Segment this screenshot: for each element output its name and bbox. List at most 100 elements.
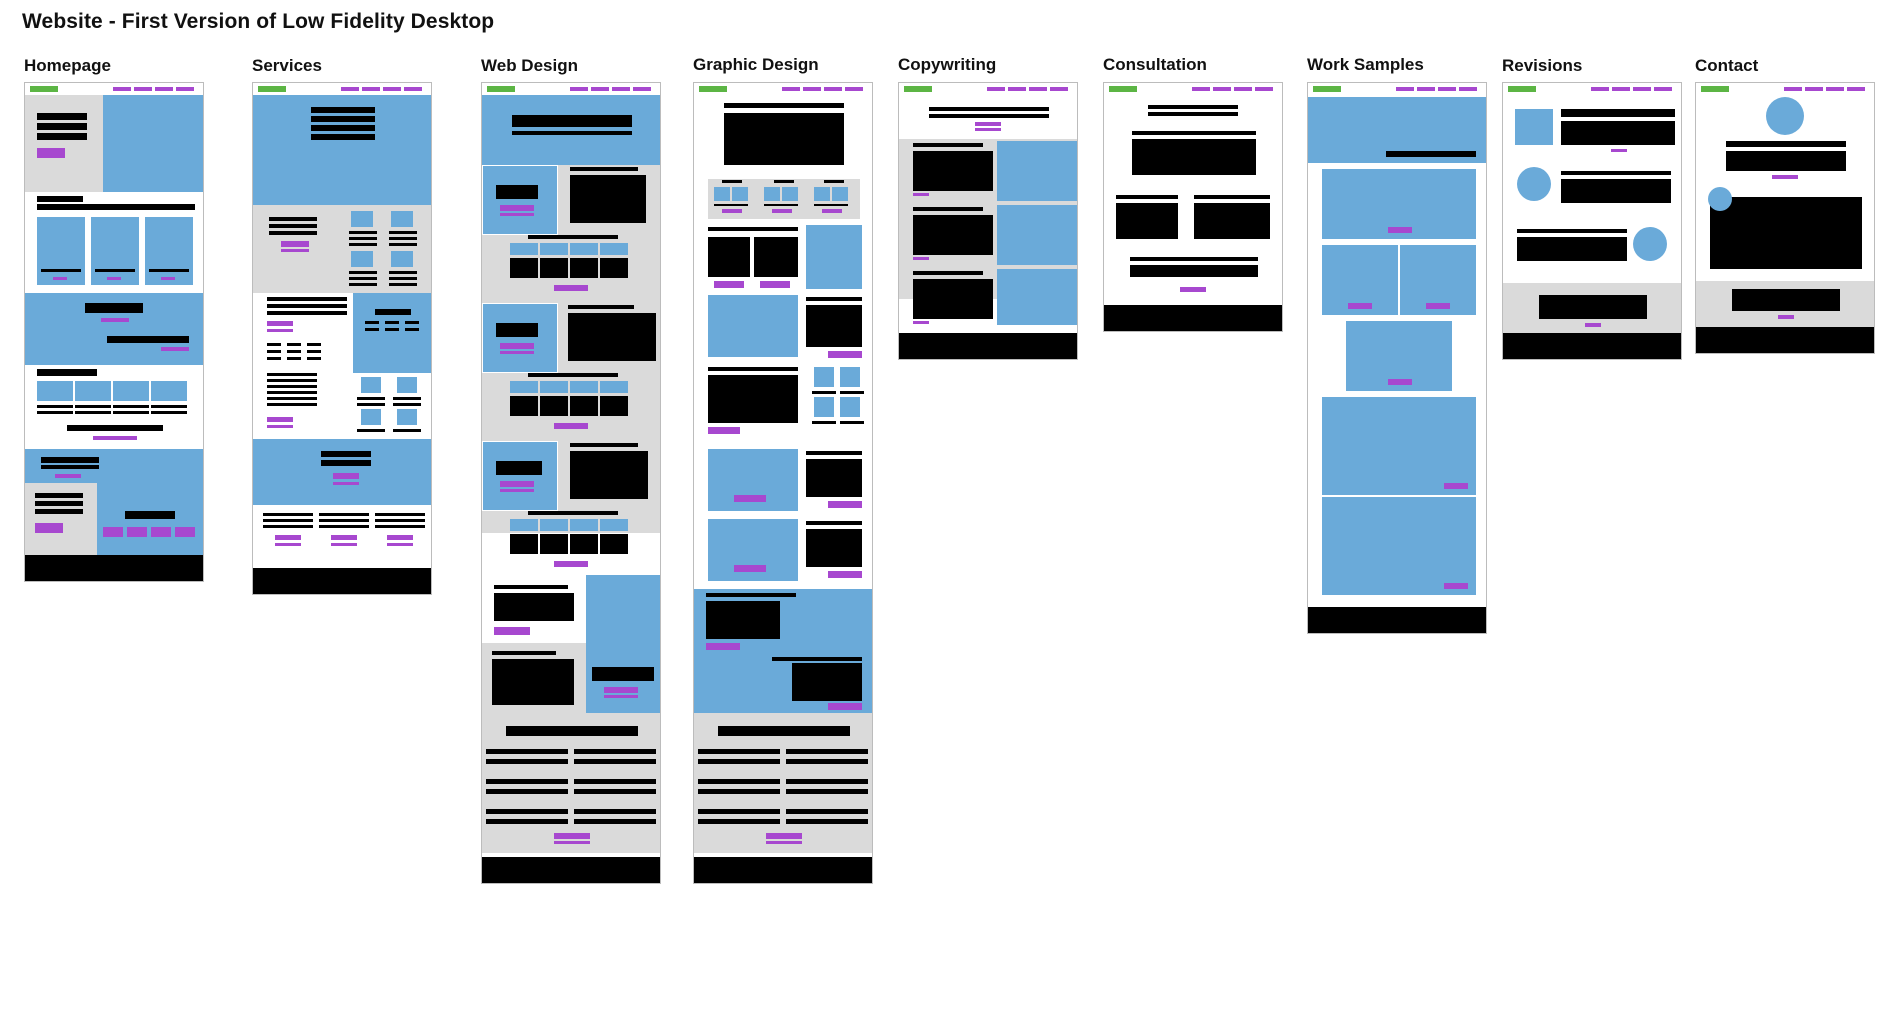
nav-link: [1008, 87, 1026, 91]
logo-placeholder: [699, 86, 727, 92]
nav-link: [1213, 87, 1231, 91]
nav-link: [155, 87, 173, 91]
footer-placeholder: [253, 568, 431, 594]
nav-link: [1438, 87, 1456, 91]
button-placeholder: [828, 351, 862, 358]
text-block: [1130, 257, 1258, 261]
text-block: [393, 403, 421, 406]
text-block: [307, 343, 321, 346]
text-block: [35, 509, 83, 514]
button-placeholder: [554, 841, 590, 844]
button-placeholder: [37, 148, 65, 158]
text-block: [151, 405, 187, 408]
text-block: [574, 809, 656, 814]
content-block: [708, 375, 798, 423]
text-block: [287, 357, 301, 360]
button-placeholder: [500, 489, 534, 492]
text-block: [319, 513, 369, 516]
logo-placeholder: [1109, 86, 1137, 92]
footer-placeholder: [25, 555, 203, 581]
text-block: [307, 357, 321, 360]
card-image-placeholder: [600, 519, 628, 531]
text-block: [528, 373, 618, 377]
button-placeholder: [275, 535, 301, 540]
text-block: [349, 271, 377, 274]
text-block: [389, 243, 417, 246]
button-placeholder: [494, 627, 530, 635]
logo-placeholder: [30, 86, 58, 92]
text-block: [708, 367, 798, 371]
text-block: [263, 519, 313, 522]
icon-image-placeholder: [361, 409, 381, 425]
card-image-placeholder: [570, 519, 598, 531]
text-block: [349, 231, 377, 234]
text-block: [772, 657, 862, 661]
wireframe-graphic-design[interactable]: [693, 82, 873, 884]
wireframe-contact[interactable]: [1695, 82, 1875, 354]
nav-link: [383, 87, 401, 91]
board-title: Website - First Version of Low Fidelity …: [22, 10, 495, 33]
text-block: [1726, 141, 1846, 147]
icon-image-placeholder: [814, 367, 834, 387]
text-block: [929, 114, 1049, 118]
button-placeholder: [1444, 483, 1468, 489]
nav-link: [1826, 87, 1844, 91]
text-block: [528, 511, 618, 515]
button-placeholder: [55, 474, 81, 478]
text-block: [724, 103, 844, 108]
content-block: [600, 258, 628, 278]
text-block: [913, 207, 983, 211]
content-block: [792, 663, 862, 701]
text-block: [357, 397, 385, 400]
text-block: [269, 217, 317, 221]
text-block: [357, 429, 385, 432]
hero-image-placeholder: [103, 95, 203, 192]
content-block: [510, 534, 538, 554]
nav-link: [1459, 87, 1477, 91]
content-block: [570, 451, 648, 499]
button-placeholder: [275, 543, 301, 546]
wireframe-consultation[interactable]: [1103, 82, 1283, 332]
button-placeholder: [500, 213, 534, 216]
contact-form-block: [1710, 197, 1862, 269]
card-image-placeholder: [732, 187, 748, 201]
card-image-placeholder: [540, 381, 568, 393]
card-image-placeholder: [814, 187, 830, 201]
nav-link: [987, 87, 1005, 91]
button-placeholder: [554, 561, 588, 567]
text-block: [67, 425, 163, 431]
footer-placeholder: [1308, 607, 1486, 633]
nav-link: [570, 87, 588, 91]
text-block: [37, 133, 87, 140]
nav-link: [803, 87, 821, 91]
card-image-placeholder: [540, 519, 568, 531]
wireframe-copywriting[interactable]: [898, 82, 1078, 360]
image-placeholder: [997, 205, 1077, 265]
wireframe-services[interactable]: [252, 82, 432, 595]
wireframe-web-design[interactable]: [481, 82, 661, 884]
button-placeholder: [267, 329, 293, 332]
icon-image-placeholder: [361, 377, 381, 393]
wireframe-homepage[interactable]: [24, 82, 204, 582]
button-placeholder: [604, 695, 638, 698]
button-placeholder: [1611, 149, 1627, 152]
text-block: [35, 493, 83, 498]
text-block: [311, 107, 375, 113]
text-block: [267, 343, 281, 346]
text-block: [41, 465, 99, 469]
text-block: [698, 809, 780, 814]
button-placeholder: [1388, 227, 1412, 233]
text-block: [1561, 109, 1675, 117]
image-placeholder: [997, 141, 1077, 201]
nav-link: [1255, 87, 1273, 91]
page-title-graphic-design: Graphic Design: [693, 55, 819, 74]
text-block: [812, 421, 836, 424]
content-block: [1561, 179, 1671, 203]
wireframe-work-samples[interactable]: [1307, 82, 1487, 634]
avatar-circle-placeholder: [1633, 227, 1667, 261]
nav-link: [1396, 87, 1414, 91]
button-placeholder: [267, 417, 293, 422]
page-title-copywriting: Copywriting: [898, 55, 997, 74]
button-placeholder: [1388, 379, 1412, 385]
wireframe-revisions[interactable]: [1502, 82, 1682, 360]
